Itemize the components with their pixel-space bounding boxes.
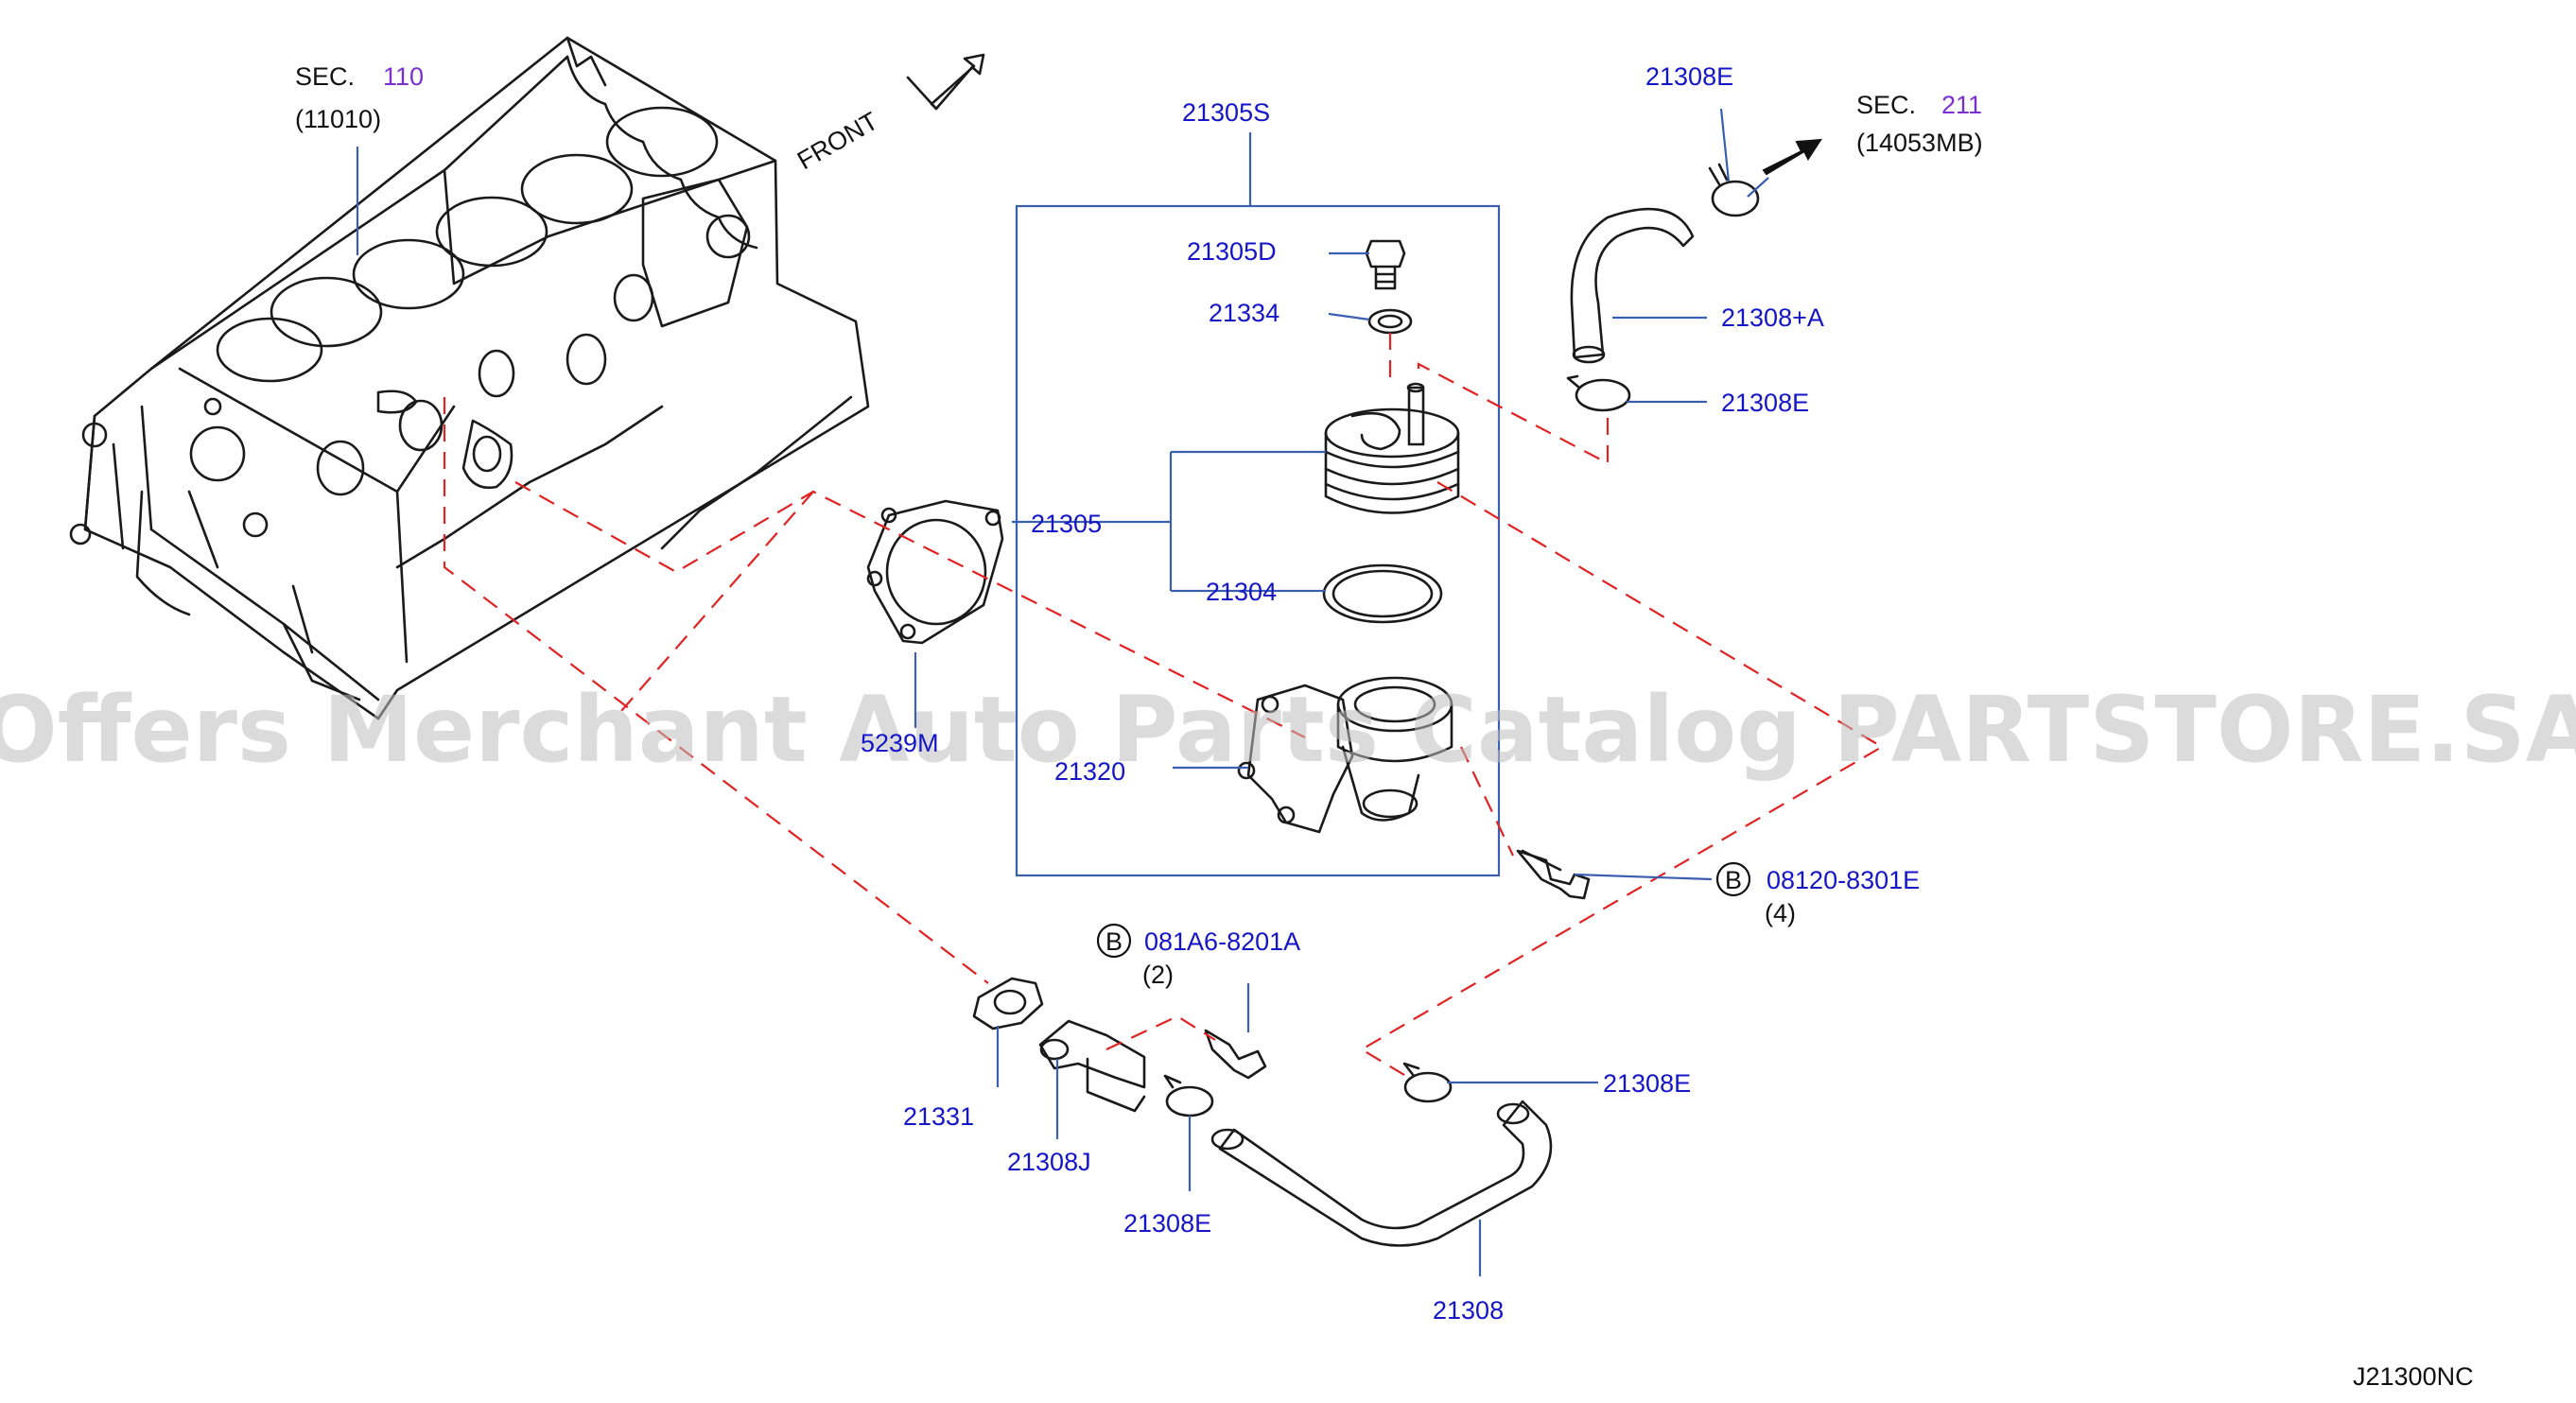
front-label: FRONT [792,107,883,175]
svg-text:B: B [1105,927,1123,956]
clamp-21308E-bottom [1163,1074,1214,1117]
housing-21320 [1237,676,1453,834]
pipe-21308J [1038,1019,1146,1113]
label-081A6-8201A: 081A6-8201A [1144,927,1300,956]
clamp-21308E-mid [1568,376,1631,412]
clamp-21308E-right [1402,1062,1453,1103]
bolt-marker-2: B [1096,923,1132,959]
watermark: Offers Merchant Auto Parts Catalog PARTS… [0,677,2576,783]
label-21331: 21331 [903,1102,974,1131]
svg-text:B: B [1725,866,1742,894]
label-08120-8301E: 08120-8301E [1767,866,1920,894]
label-5239M: 5239M [861,729,939,757]
sec-211-prefix: SEC. [1856,91,1916,119]
sec-211-code: (14053MB) [1856,129,1983,157]
gasket-5239M [866,499,1004,645]
dashed-assembly-lines [443,333,1885,1079]
label-21320: 21320 [1054,757,1125,786]
bolt-08120-8301E [1516,849,1591,900]
clamp-21308E-top [1708,163,1760,217]
label-081A6-8201A-qty: (2) [1142,961,1174,989]
sec-110-prefix: SEC. [295,62,355,91]
label-21308: 21308 [1433,1296,1504,1325]
label-21305S: 21305S [1182,98,1270,127]
sec-110-code: (11010) [295,105,381,133]
sec-211-number: 211 [1941,91,1982,119]
bolt-21305D [1365,239,1406,290]
label-21305D: 21305D [1187,237,1277,266]
bolt-081A6-8201A [1204,1029,1267,1080]
washer-21334 [1367,308,1413,335]
engine-block [69,36,870,720]
label-08120-8301E-qty: (4) [1765,899,1796,927]
label-21308E-right: 21308E [1603,1069,1691,1098]
leader-lines [356,108,1731,1276]
sec-211-leader [1747,177,1769,198]
sec-211-arrow [1762,138,1822,176]
label-21308E-mid: 21308E [1721,389,1809,417]
oil-cooler-21305 [1324,382,1460,514]
label-21308A: 21308+A [1721,303,1824,332]
washer-inner [1377,314,1403,329]
gasket-21331 [972,977,1044,1031]
diagram-code: J21300NC [2353,1362,2474,1391]
bolt-marker-1: B [1715,861,1751,897]
hose-21308 [1210,1100,1553,1247]
label-21305: 21305 [1031,510,1102,538]
assembly-box-21305S [1015,204,1501,877]
label-21308E-top: 21308E [1645,62,1733,91]
label-21304: 21304 [1206,578,1277,606]
label-21334: 21334 [1209,299,1279,327]
hose-21308A [1570,207,1695,364]
label-21308J: 21308J [1007,1148,1091,1176]
label-21308E-bottom: 21308E [1123,1209,1211,1238]
o-ring-21304 [1322,563,1443,624]
front-arrow [906,53,985,111]
sec-110-number: 110 [383,62,424,91]
